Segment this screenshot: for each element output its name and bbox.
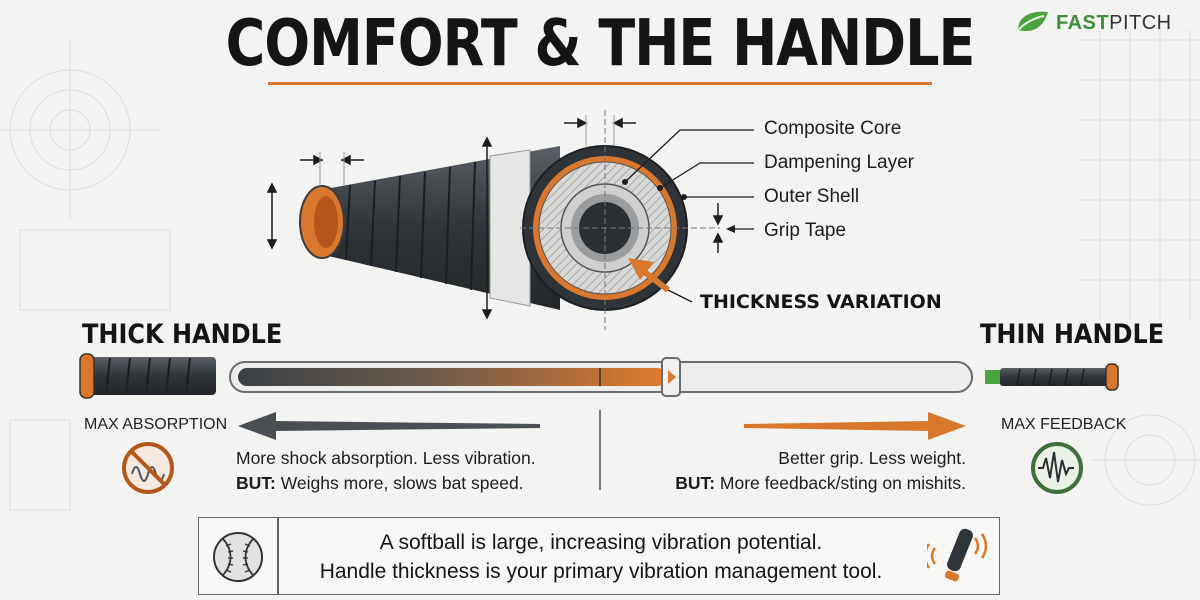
thickness-variation-callout: THICKNESS VARIATION (700, 291, 942, 313)
page-title: COMFORT & THE HANDLE (225, 6, 976, 81)
logo-word-pitch: PITCH (1109, 11, 1172, 34)
left-arrow-icon (238, 412, 540, 440)
no-vibration-icon (122, 442, 174, 494)
thin-handle-con-text: More feedback/sting on mishits. (715, 473, 966, 493)
tip-line-2: Handle thickness is your primary vibrati… (319, 560, 883, 583)
softball-icon (213, 532, 263, 582)
thin-handle-description: Better grip. Less weight. BUT: More feed… (656, 446, 966, 496)
thick-handle-con-text: Weighs more, slows bat speed. (275, 473, 524, 493)
thin-handle-pro: Better grip. Less weight. (778, 448, 966, 468)
title-underline (268, 82, 932, 85)
label-outer-shell: Outer Shell (764, 186, 860, 207)
tip-text: A softball is large, increasing vibratio… (279, 528, 923, 586)
vibrating-bat-icon (927, 528, 988, 582)
label-composite-core: Composite Core (764, 118, 902, 139)
tip-box: A softball is large, increasing vibratio… (198, 517, 1000, 595)
tip-line-1: A softball is large, increasing vibratio… (379, 531, 823, 554)
thick-handle-description: More shock absorption. Less vibration. B… (236, 446, 536, 496)
but-label: BUT: (675, 473, 716, 493)
vibration-wave-icon (1031, 442, 1083, 494)
label-dampening-layer: Dampening Layer (764, 152, 914, 173)
max-feedback-tag: MAX FEEDBACK (1001, 416, 1127, 433)
max-absorption-tag: MAX ABSORPTION (84, 416, 228, 433)
but-label: BUT: (236, 473, 276, 493)
thick-handle-pro: More shock absorption. Less vibration. (236, 448, 536, 468)
thick-handle-icon (79, 353, 216, 399)
thin-handle-icon (985, 363, 1119, 391)
leaf-logo-icon (1017, 11, 1048, 32)
label-grip-tape: Grip Tape (764, 220, 847, 241)
thick-handle-heading: THICK HANDLE (82, 318, 283, 350)
brand-logo: FASTPITCH (1014, 8, 1172, 38)
tip-divider (277, 518, 279, 594)
logo-word-fast: FAST (1056, 11, 1110, 34)
thick-handle-con: BUT: Weighs more, slows bat speed. (236, 471, 536, 496)
thin-handle-heading: THIN HANDLE (980, 318, 1165, 350)
thin-handle-con: BUT: More feedback/sting on mishits. (656, 471, 966, 496)
right-arrow-icon (744, 412, 966, 440)
logo-wordmark: FASTPITCH (1056, 12, 1172, 35)
